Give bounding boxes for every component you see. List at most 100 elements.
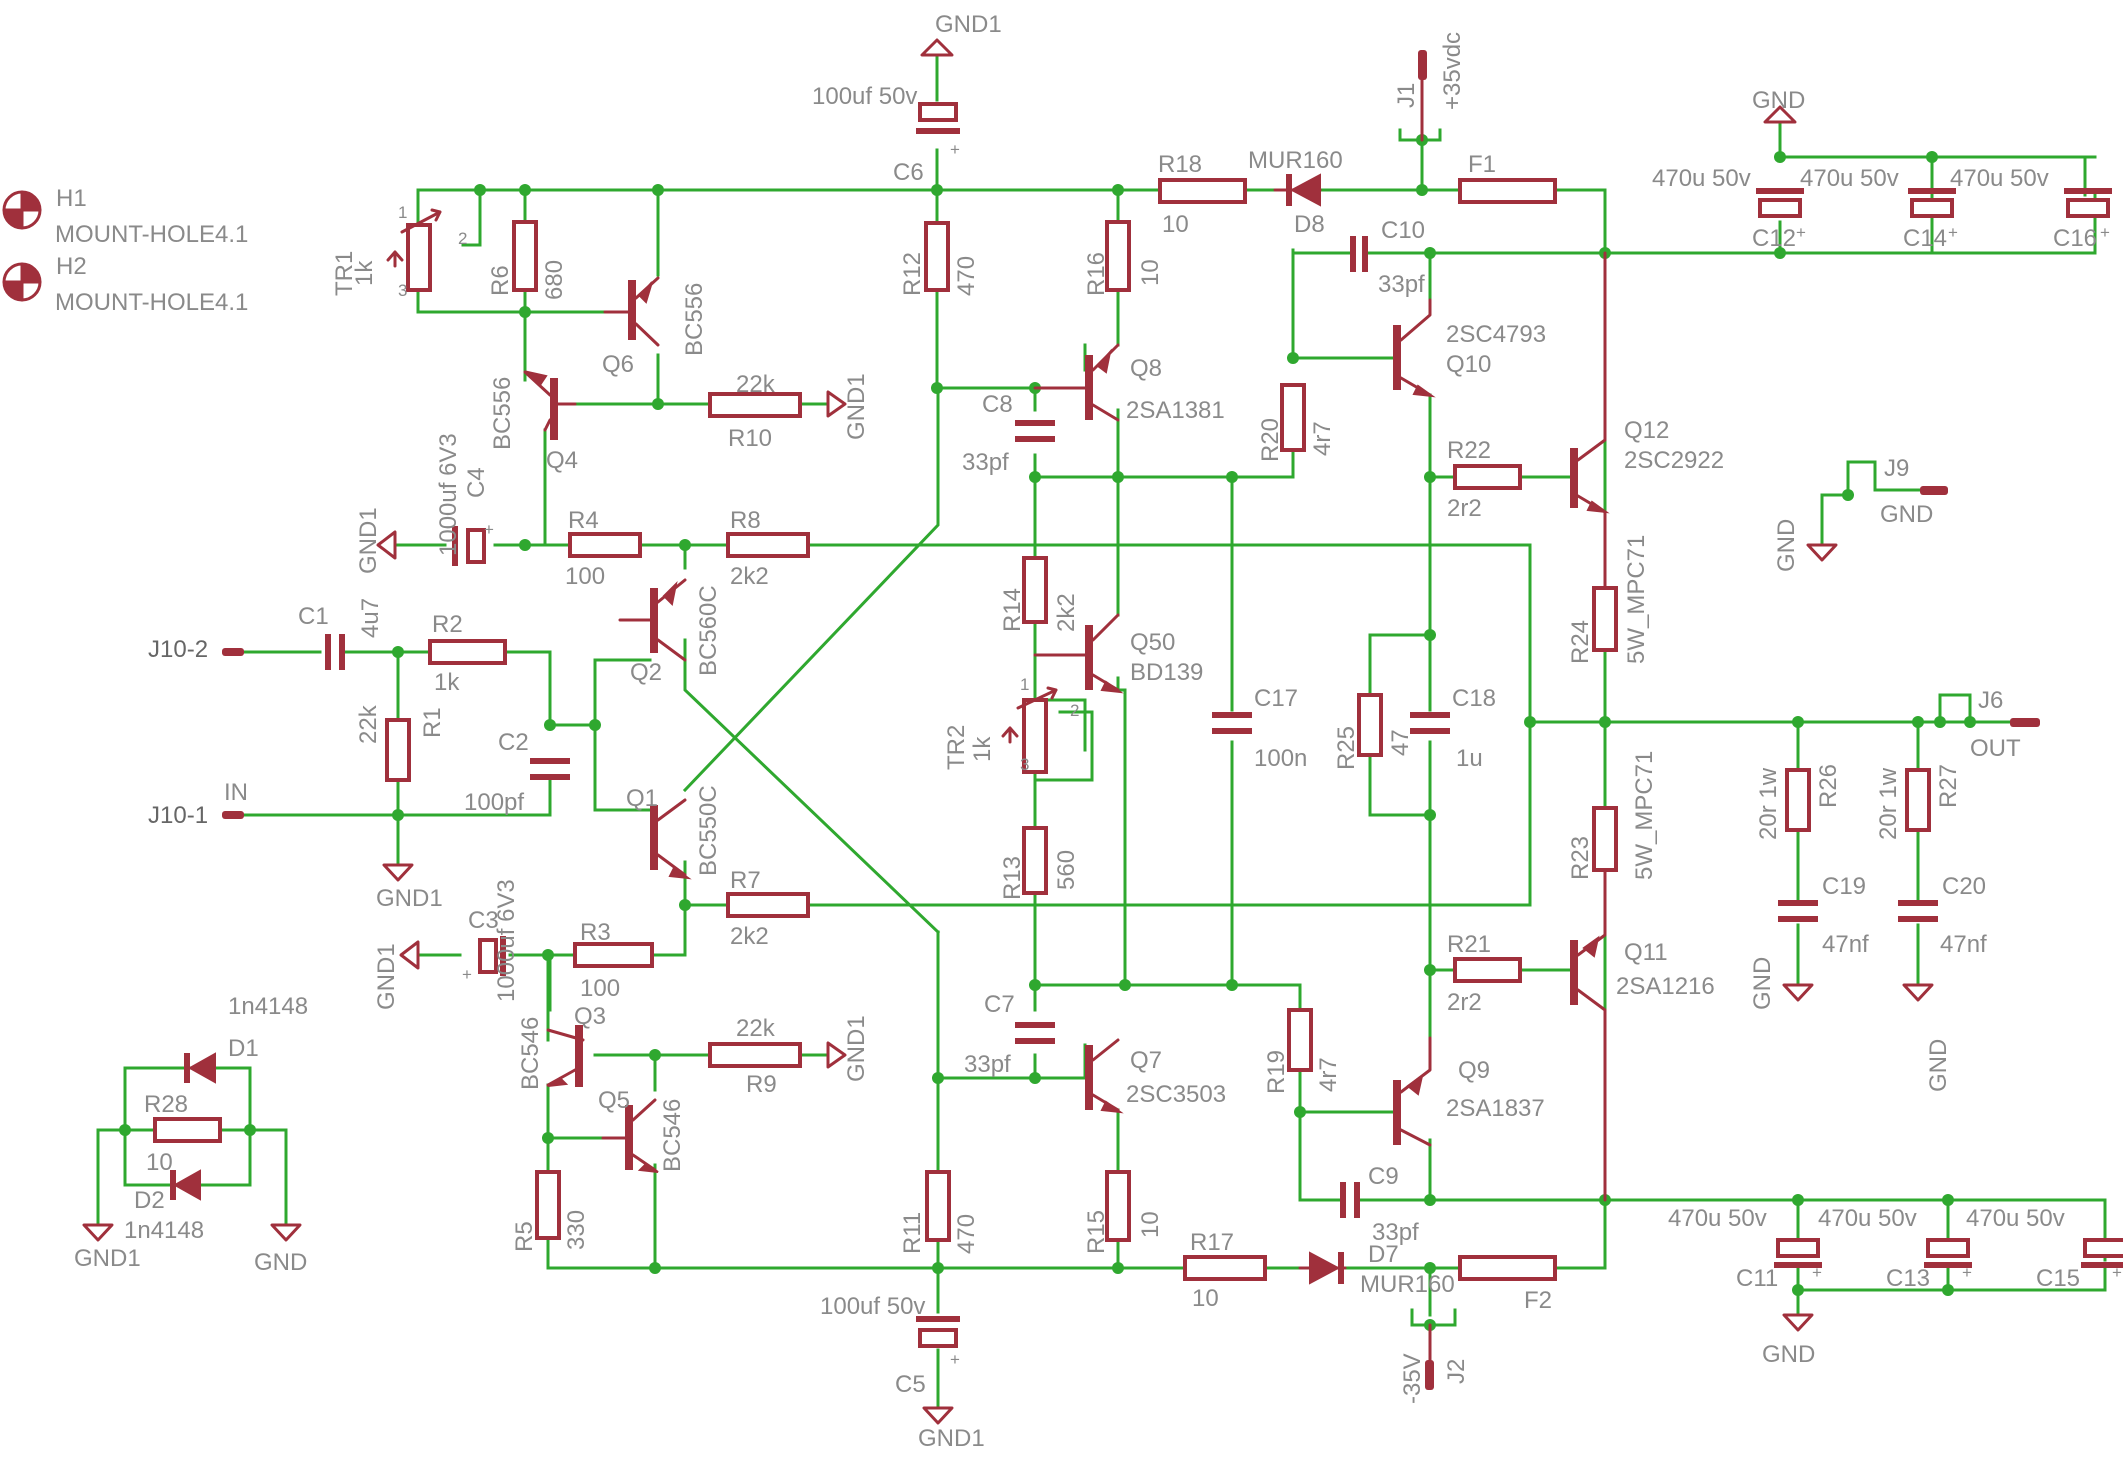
label-r11-value: 470 [953,1214,980,1254]
label-c15-value: 470u 50v [1966,1205,2065,1232]
cap-c3 [478,938,498,974]
label-c11-value: 470u 50v [1668,1205,1767,1232]
tr2-pin-2: 2 [1070,701,1079,720]
label-c10-value: 33pf [1378,271,1425,298]
label-c8-value: 33pf [962,449,1009,476]
label-j1: J1 [1393,83,1420,108]
label-r13: R13 [999,856,1026,900]
label-r22-value: 2r2 [1447,495,1482,522]
mounting-holes [2,190,42,302]
cap-c6 [918,102,958,122]
label-j6: J6 [1978,687,2003,714]
label-r3-value: 100 [580,975,620,1002]
diodes [170,173,1347,1285]
resistor-r12 [924,221,950,292]
cap-c14 [1910,198,1954,218]
label-q5-value: BC546 [659,1099,686,1172]
resistor-r24 [1592,586,1618,652]
label-c7-value: 33pf [964,1051,1011,1078]
label-r14-value: 2k2 [1053,593,1080,632]
label-q6-value: BC556 [681,283,708,356]
plus-c6: + [950,140,960,159]
pad-j10-2 [222,648,244,656]
label-r16-value: 10 [1137,259,1164,286]
cap-c7 [1015,1022,1055,1028]
resistor-r16 [1105,220,1131,292]
plus-c3: + [462,965,472,984]
label-q4-value: BC556 [489,377,516,450]
resistor-r20 [1280,383,1306,452]
resistor-r22 [1453,464,1522,490]
label-gnd1-r9: GND1 [843,1015,870,1082]
ground-gnd1-d [82,1223,114,1242]
cap-c5 [918,1328,958,1348]
label-q50: Q50 [1130,629,1175,656]
cap-c20 [1898,900,1938,906]
transistor-q4 [523,370,577,440]
label-d7: D7 [1368,1241,1399,1268]
label-j9: J9 [1884,455,1909,482]
label-j6-out: OUT [1970,735,2021,762]
cap-c15 [2083,1238,2123,1258]
label-c16-value: 470u 50v [1950,165,2049,192]
label-f1: F1 [1468,151,1496,178]
resistor-r11 [925,1170,951,1242]
label-h2-value: MOUNT-HOLE4.1 [55,289,248,316]
resistor-r21 [1453,957,1522,983]
label-q12-value: 2SC2922 [1624,447,1724,474]
cap-c13 [1926,1238,1970,1258]
resistor-r13 [1022,826,1048,895]
connectors [222,50,2040,1390]
label-c7: C7 [984,991,1015,1018]
diode-d7 [1298,1251,1347,1285]
transistor-q12 [1570,251,1610,590]
label-r1: R1 [419,707,446,738]
pad-vplus [1418,50,1427,80]
label-c2: C2 [498,729,529,756]
resistor-r27 [1905,768,1931,832]
label-r22: R22 [1447,437,1491,464]
tr1-pin-2: 2 [458,229,467,248]
label-d2-value: 1n4148 [124,1217,204,1244]
transistor-q50 [1033,613,1124,694]
label-gnd1-bottom: GND1 [918,1425,985,1452]
label-r25: R25 [1333,726,1360,770]
label-d7-value: MUR160 [1360,1271,1455,1298]
label-q7-value: 2SC3503 [1126,1081,1226,1108]
label-r10: R10 [728,425,772,452]
resistor-r7 [726,892,810,918]
label-c1-value: 4u7 [357,598,384,638]
label-q3: Q3 [574,1003,606,1030]
label-c4-value: 1000uf 6V3 [435,433,462,556]
label-r15-value: 10 [1137,1211,1164,1238]
ground-gnd1-c3 [399,940,420,970]
label-gnd1-r10: GND1 [843,373,870,440]
label-q4: Q4 [546,447,578,474]
label-r11: R11 [899,1212,926,1254]
label-c19-value: 47nf [1822,931,1869,958]
resistor-r17 [1183,1255,1267,1281]
label-j10-1: J10-1 [148,802,208,829]
trimmer-tr1 [406,223,432,292]
label-gnd1-c4: GND1 [355,507,382,574]
label-r25-value: 47 [1387,729,1414,756]
fuse-f1 [1458,178,1557,204]
label-r8: R8 [730,507,761,534]
polarity-markers: + + + + + + + + + + [462,140,2122,1369]
plus-c15: + [2112,1263,2122,1282]
transistor-q3 [546,1025,585,1087]
label-c5: C5 [895,1371,926,1398]
label-h1-value: MOUNT-HOLE4.1 [55,221,248,248]
cap-c12 [1758,198,1802,218]
ground-gnd-j9 [1806,543,1838,562]
transistor-q5 [601,1098,659,1173]
label-c2-value: 100pf [464,789,524,816]
tr1-pin-3: 3 [398,281,407,300]
label-c9-value: 33pf [1372,1219,1419,1246]
cap-c10 [1350,236,1356,272]
label-r4: R4 [568,507,599,534]
pad-j10-1 [222,811,244,819]
